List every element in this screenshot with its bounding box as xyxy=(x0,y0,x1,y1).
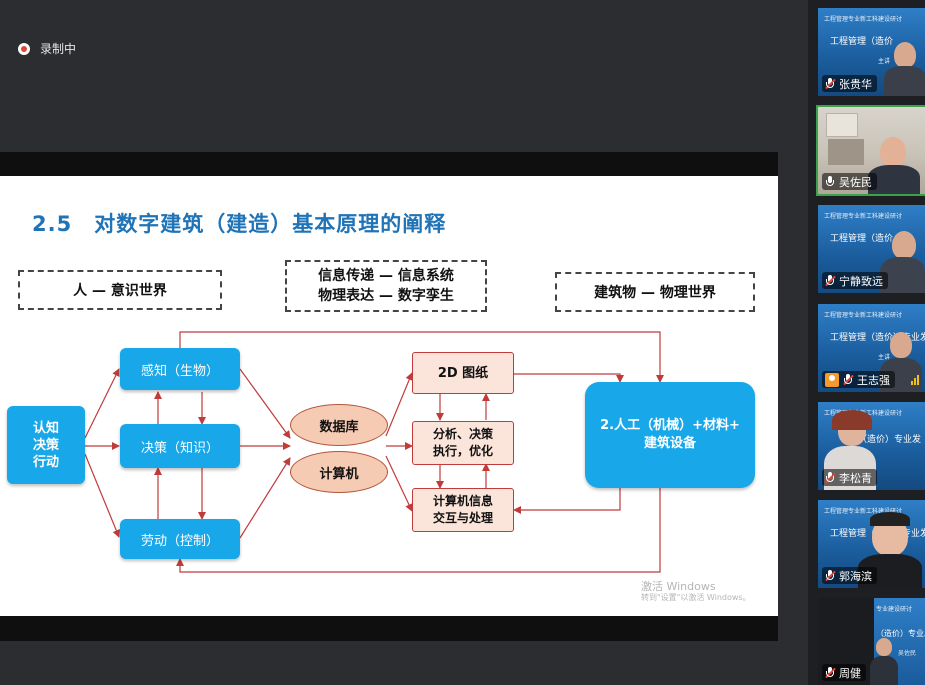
box-computer-info: 计算机信息 交互与处理 xyxy=(412,488,514,532)
tile-background-title: 工程管理（造价 xyxy=(830,37,894,47)
box-analysis: 分析、决策 执行，优化 xyxy=(412,421,514,465)
participant-face xyxy=(880,137,906,167)
participant-tile[interactable]: 专业建设研讨 （造价）专业发 吴佐民 周健 xyxy=(818,598,925,685)
header-box-human: 人 — 意识世界 xyxy=(18,270,222,310)
participant-name: 李松青 xyxy=(839,471,872,485)
tile-background-title: 工程管理（造价）专业发 xyxy=(830,333,925,343)
tile-background-text: 工程管理专业新工科建设研讨 xyxy=(824,312,903,319)
participant-name-bar: 吴佐民 xyxy=(822,173,877,190)
signal-strength-icon xyxy=(911,375,919,385)
oval-database: 数据库 xyxy=(290,404,388,446)
oval-computer: 计算机 xyxy=(290,451,388,493)
mic-off-icon xyxy=(825,471,836,484)
header-box-info-line2: 物理表达 — 数字孪生 xyxy=(318,288,454,304)
diagram-arrows xyxy=(84,331,664,573)
participant-tile[interactable]: 工程管理专业新工科建设研讨 工程管理（造价）专业发 郭海滨 xyxy=(818,500,925,588)
participant-face xyxy=(876,638,892,656)
participant-face xyxy=(894,42,916,68)
node-building-line1: 2.人工（机械）+材料+ xyxy=(600,418,740,433)
mic-off-icon xyxy=(825,274,836,287)
tile-background-title: （造价）专业发 xyxy=(876,629,925,638)
box-computer-info-line2: 交互与处理 xyxy=(432,511,493,525)
participant-name: 吴佐民 xyxy=(839,175,872,189)
participant-tile[interactable]: 工程管理专业新工科建设研讨 工程管理（造价 宁静致远 xyxy=(818,205,925,293)
participant-face xyxy=(890,332,912,358)
participant-hair xyxy=(832,410,872,430)
participant-name-bar: 宁静致远 xyxy=(822,272,888,289)
mic-on-icon xyxy=(825,175,835,188)
windows-activation-watermark: 激活 Windows xyxy=(641,580,716,593)
slide-bottom-letterbox xyxy=(0,616,778,641)
header-box-info-line1: 信息传递 — 信息系统 xyxy=(318,268,454,284)
participant-hair xyxy=(870,512,910,526)
slide-title: 2.5 对数字建筑（建造）基本原理的阐释 xyxy=(32,212,447,236)
gallery-gutter xyxy=(779,0,808,685)
participant-name: 张贵华 xyxy=(839,77,872,91)
participant-name-bar: 周健 xyxy=(822,664,866,681)
node-cognition-line3: 行动 xyxy=(32,454,59,470)
user-avatar-icon xyxy=(825,372,839,387)
node-perception: 感知（生物） xyxy=(120,348,240,390)
tile-background-text: 工程管理专业新工科建设研讨 xyxy=(824,508,903,515)
node-decision: 决策（知识） xyxy=(120,424,240,468)
tile-background-text: 专业建设研讨 xyxy=(876,606,913,613)
box-analysis-line1: 分析、决策 xyxy=(432,427,493,441)
background-window xyxy=(826,113,858,137)
background-shelf xyxy=(828,139,864,165)
participant-face xyxy=(892,231,916,259)
node-cognition-line2: 决策 xyxy=(32,437,59,453)
participant-name-bar: 李松青 xyxy=(822,469,877,486)
record-icon xyxy=(18,42,30,55)
participant-tile[interactable]: 工程管理专业新工科建设研讨 工程管理（造价）专业发 主讲 王志强 xyxy=(818,304,925,392)
participant-name: 宁静致远 xyxy=(839,274,883,288)
mic-off-icon xyxy=(825,77,836,90)
recording-indicator[interactable]: 录制中 xyxy=(18,40,76,57)
slide-top-letterbox xyxy=(0,152,778,176)
recording-label: 录制中 xyxy=(40,42,77,56)
tile-background-text: 工程管理专业新工科建设研讨 xyxy=(824,16,903,23)
participant-name-bar: 郭海滨 xyxy=(822,567,877,584)
mic-off-icon xyxy=(825,666,836,679)
header-box-building: 建筑物 — 物理世界 xyxy=(555,272,755,312)
node-labor: 劳动（控制） xyxy=(120,519,240,559)
participant-name: 周健 xyxy=(839,666,861,680)
box-computer-info-line1: 计算机信息 xyxy=(432,494,493,508)
box-2d-drawing: 2D 图纸 xyxy=(412,352,514,394)
tile-background-title: （造价）专业发 xyxy=(858,435,922,445)
participant-name-bar: 张贵华 xyxy=(822,75,877,92)
tile-background-caption: 主讲 xyxy=(878,58,891,65)
participant-tile[interactable]: 工程管理专业新工科建设研讨 工程管理（造价 主讲 张贵华 xyxy=(818,8,925,96)
participant-name: 郭海滨 xyxy=(839,569,872,583)
box-analysis-line2: 执行，优化 xyxy=(432,444,493,458)
windows-activation-hint: 转到"设置"以激活 Windows。 xyxy=(641,593,751,602)
participant-tile-active-speaker[interactable]: 吴佐民 xyxy=(816,105,925,196)
participant-name-bar: 王志强 xyxy=(822,371,895,388)
participant-tile[interactable]: 工程管理专业新工科建设研讨 （造价）专业发 李松青 xyxy=(818,402,925,490)
tile-background-text: 工程管理专业新工科建设研讨 xyxy=(824,213,903,220)
node-cognition: 认知 决策 行动 xyxy=(7,406,85,484)
tile-background-caption: 主讲 xyxy=(878,354,891,361)
tile-background-caption: 吴佐民 xyxy=(898,650,917,657)
node-building: 2.人工（机械）+材料+ 建筑设备 xyxy=(585,382,755,488)
participant-name: 王志强 xyxy=(857,373,890,387)
mic-off-icon xyxy=(825,569,836,582)
mic-off-icon xyxy=(843,373,854,386)
node-building-line2: 建筑设备 xyxy=(643,436,696,451)
header-box-information: 信息传递 — 信息系统 物理表达 — 数字孪生 xyxy=(285,260,487,312)
tile-background-title: 工程管理（造价 xyxy=(830,234,894,244)
node-cognition-line1: 认知 xyxy=(32,420,59,436)
